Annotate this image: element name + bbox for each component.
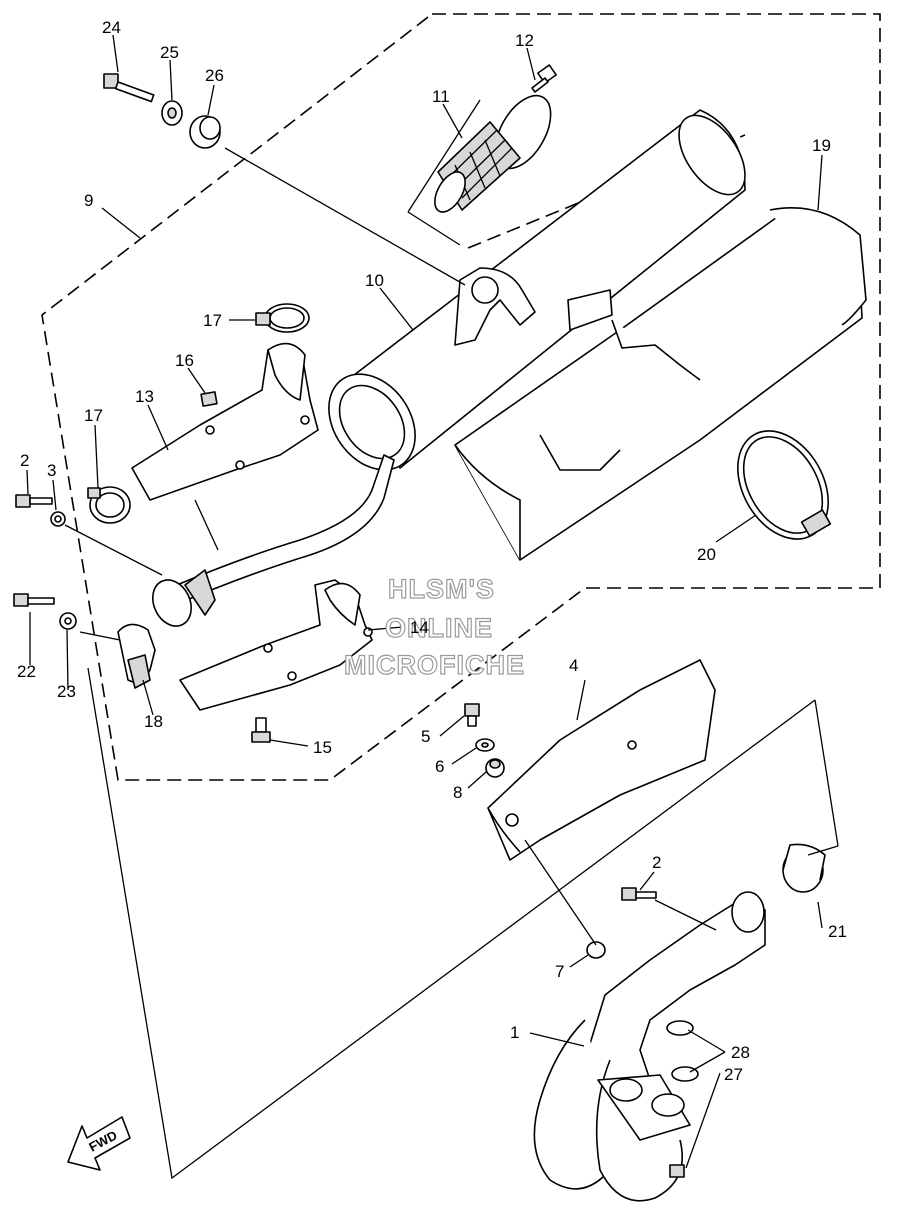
label-21: 21 — [828, 922, 847, 941]
label-17-lower: 17 — [84, 406, 103, 425]
label-1: 1 — [510, 1023, 519, 1042]
label-15: 15 — [313, 738, 332, 757]
grommet-7 — [586, 941, 606, 959]
clamp-20 — [737, 430, 832, 540]
label-24: 24 — [102, 18, 121, 37]
watermark-line-1: HLSM'S — [388, 574, 495, 604]
label-9: 9 — [84, 191, 93, 210]
label-17-upper: 17 — [203, 311, 222, 330]
bolt-24 — [103, 73, 155, 103]
label-7: 7 — [555, 962, 564, 981]
washer-23 — [59, 612, 77, 630]
bushing-26 — [189, 115, 221, 149]
spark-arrester — [407, 94, 552, 246]
washer-6 — [475, 738, 495, 752]
bolt-15 — [251, 717, 271, 743]
label-14: 14 — [410, 618, 429, 637]
watermark-line-3: MICROFICHE — [344, 650, 525, 680]
label-11: 11 — [432, 87, 450, 106]
label-5: 5 — [421, 727, 430, 746]
header-group-outline — [87, 667, 839, 1180]
exhaust-pipe-1 — [533, 891, 766, 1202]
watermark: HLSM'S ONLINE MICROFICHE — [343, 573, 525, 680]
leader-lines — [26, 34, 839, 1169]
label-22: 22 — [17, 662, 36, 681]
damper-8 — [485, 758, 505, 778]
bolt-12 — [531, 64, 557, 93]
label-2-right: 2 — [652, 853, 661, 872]
label-20: 20 — [697, 545, 716, 564]
label-6: 6 — [435, 757, 444, 776]
bolt-2-left — [15, 494, 53, 508]
label-4: 4 — [569, 656, 578, 675]
part-labels: 24 25 26 9 12 11 19 10 17 16 13 17 2 3 2… — [17, 18, 847, 1084]
label-12: 12 — [515, 31, 534, 50]
nut-16 — [200, 391, 218, 407]
heat-protector-14 — [179, 579, 373, 711]
muffler-body — [328, 109, 746, 471]
label-28: 28 — [731, 1043, 750, 1062]
clamp-18 — [117, 623, 156, 689]
nut-27 — [669, 1164, 685, 1178]
heat-protector-4 — [487, 659, 716, 861]
watermark-line-2: ONLINE — [385, 613, 493, 643]
label-26: 26 — [205, 66, 224, 85]
muffler-cover — [454, 207, 867, 561]
heat-protector-13 — [131, 342, 319, 501]
bolt-5 — [464, 703, 480, 727]
label-3: 3 — [47, 461, 56, 480]
label-19: 19 — [812, 136, 831, 155]
label-25: 25 — [160, 43, 179, 62]
label-10: 10 — [365, 271, 384, 290]
connector-pipe — [151, 454, 395, 627]
label-2-left: 2 — [20, 451, 29, 470]
label-27: 27 — [724, 1065, 743, 1084]
label-18: 18 — [144, 712, 163, 731]
bolt-2-right — [621, 887, 657, 901]
label-23: 23 — [57, 682, 76, 701]
washer-25 — [161, 100, 183, 126]
forward-arrow-icon: FWD — [67, 1116, 131, 1171]
washer-3 — [50, 511, 66, 527]
clamp-17-lower — [87, 486, 131, 524]
clamp-17-upper — [255, 303, 310, 333]
label-8: 8 — [453, 783, 462, 802]
label-13: 13 — [135, 387, 154, 406]
bolt-22 — [13, 593, 55, 607]
label-16: 16 — [175, 351, 194, 370]
